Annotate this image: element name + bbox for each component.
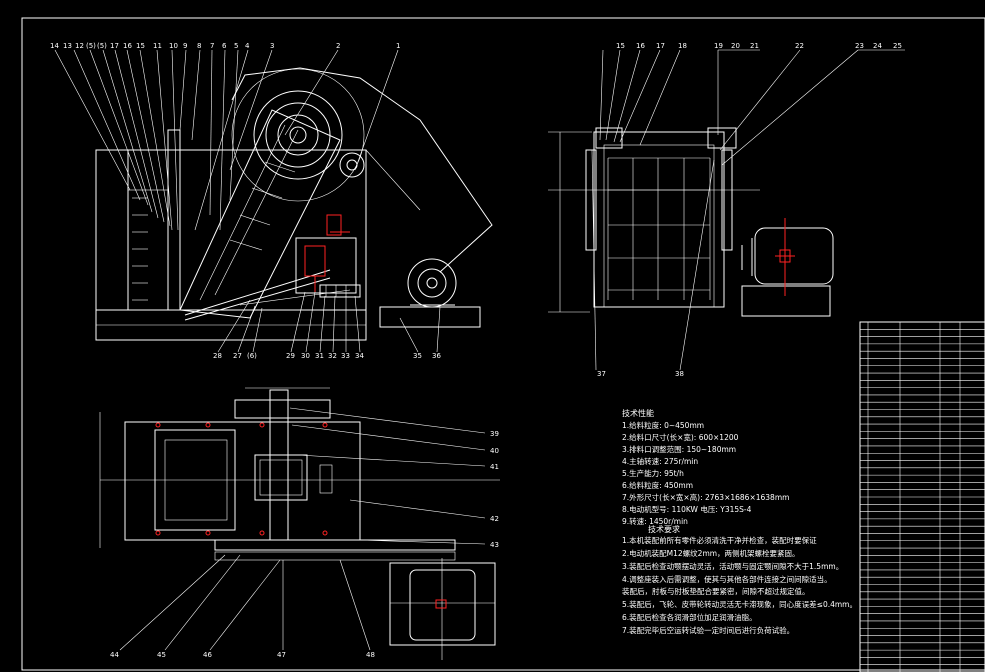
spec-line: 4.主轴转速: 275r/min — [622, 456, 698, 466]
callout: 13 — [63, 42, 72, 50]
callout: 15 — [616, 42, 625, 50]
side-callouts-top: 14 13 12 (5) (5) 17 16 15 11 10 9 8 7 6 … — [50, 42, 400, 50]
callout: 44 — [110, 651, 119, 659]
front-callouts-top: 15 16 17 18 19 20 21 22 23 24 25 — [616, 42, 902, 50]
callout: 35 — [413, 352, 422, 360]
callout: 41 — [490, 463, 499, 471]
req-line: 2.电动机装配M12螺纹2mm，两侧机架螺栓要紧固。 — [622, 548, 800, 558]
callout: 16 — [123, 42, 132, 50]
callout: 15 — [136, 42, 145, 50]
side-view: 14 13 12 (5) (5) 17 16 15 11 10 9 8 7 6 … — [50, 42, 493, 360]
req-line: 装配后，肘板与肘板垫配合要紧密，间隙不超过规定值。 — [622, 586, 810, 596]
callout: 16 — [636, 42, 645, 50]
callout: 24 — [873, 42, 882, 50]
spec-line: 1.给料粒度: 0~450mm — [622, 420, 704, 430]
callout: 12 — [75, 42, 84, 50]
spec-line: 8.电动机型号: 110KW 电压: Y315S-4 — [622, 504, 752, 514]
callout: 4 — [245, 42, 250, 50]
callout: 2 — [336, 42, 340, 50]
callout: 17 — [656, 42, 665, 50]
spec-line: 3.排料口调整范围: 150~180mm — [622, 444, 736, 454]
callout: 21 — [750, 42, 759, 50]
callout: 7 — [210, 42, 214, 50]
callout: 46 — [203, 651, 212, 659]
adjust-seat — [295, 214, 361, 298]
callout: 1 — [396, 42, 400, 50]
plan-bolt-markers — [155, 422, 328, 536]
callout: 38 — [675, 370, 684, 378]
front-leader-lines — [591, 49, 905, 371]
fixed-jaw-plate — [127, 189, 169, 311]
callout: 37 — [597, 370, 606, 378]
front-motor — [741, 218, 834, 317]
swing-jaw — [179, 109, 341, 319]
callout: 10 — [169, 42, 178, 50]
callout: 43 — [490, 541, 499, 549]
callout: (5) — [86, 42, 96, 50]
tech-specs: 技术性能 1.给料粒度: 0~450mm 2.给料口尺寸(长×宽): 600×1… — [622, 408, 789, 526]
callout: 3 — [270, 42, 274, 50]
callout: 18 — [678, 42, 687, 50]
req-line: 6.装配后检查各润滑部位加足润滑油脂。 — [622, 612, 757, 622]
callout: 31 — [315, 352, 324, 360]
callout: 48 — [366, 651, 375, 659]
callout: 36 — [432, 352, 441, 360]
side-motor — [379, 258, 481, 328]
side-callouts-bottom: 28 27 (6) 29 30 31 32 33 34 35 36 — [213, 352, 441, 360]
callout: 25 — [893, 42, 902, 50]
tech-requirements: 技术要求 1.本机装配前所有零件必须清洗干净并检查，装配时要保证 2.电动机装配… — [622, 524, 857, 635]
req-line: 7.装配完毕后空运转试验一定时间后进行负荷试验。 — [622, 625, 794, 635]
eccentric-shaft — [231, 68, 365, 202]
callout: (5) — [97, 42, 107, 50]
parts-list-table — [859, 321, 985, 672]
callout: 27 — [233, 352, 242, 360]
callout: 47 — [277, 651, 286, 659]
plan-callouts: 39 40 41 42 43 44 45 46 47 48 — [110, 430, 499, 659]
callout: 6 — [222, 42, 227, 50]
callout: 20 — [731, 42, 740, 50]
spec-line: 7.外形尺寸(长×宽×高): 2763×1686×1638mm — [622, 492, 789, 502]
drawing-border — [21, 17, 985, 671]
callout: 9 — [183, 42, 187, 50]
plan-motor — [389, 558, 496, 660]
req-line: 4.调整座装入后需调整，使其与其他各部件连接之间间隙适当。 — [622, 574, 832, 584]
front-callouts-bottom: 37 38 — [597, 370, 684, 378]
tech-req-title: 技术要求 — [648, 524, 680, 534]
callout: 28 — [213, 352, 222, 360]
callout: (6) — [247, 352, 257, 360]
spec-line: 2.给料口尺寸(长×宽): 600×1200 — [622, 432, 739, 442]
req-line: 1.本机装配前所有零件必须清洗干净并检查，装配时要保证 — [622, 535, 817, 545]
spec-line: 9.转速: 1450r/min — [622, 516, 688, 526]
callout: 39 — [490, 430, 499, 438]
callout: 23 — [855, 42, 864, 50]
callout: 17 — [110, 42, 119, 50]
callout: 29 — [286, 352, 295, 360]
req-line: 3.装配后检查动颚摆动灵活，活动颚与固定颚间隙不大于1.5mm。 — [622, 561, 843, 571]
req-line: 5.装配后，飞轮、皮带轮转动灵活无卡滞现象，同心度误差≤0.4mm。 — [622, 599, 857, 609]
callout: 33 — [341, 352, 350, 360]
plan-view: 39 40 41 42 43 44 45 46 47 48 — [99, 387, 500, 660]
plan-leader-lines — [119, 407, 486, 651]
callout: 32 — [328, 352, 337, 360]
callout: 11 — [153, 42, 162, 50]
front-view: 15 16 17 18 19 20 21 22 23 24 25 37 38 — [548, 42, 905, 378]
callout: 30 — [301, 352, 310, 360]
callout: 22 — [795, 42, 804, 50]
spec-line: 6.给料粒度: 450mm — [622, 480, 693, 490]
callout: 42 — [490, 515, 499, 523]
callout: 8 — [197, 42, 201, 50]
callout: 19 — [714, 42, 723, 50]
callout: 5 — [234, 42, 238, 50]
callout: 14 — [50, 42, 59, 50]
tech-specs-title: 技术性能 — [622, 408, 654, 418]
callout: 40 — [490, 447, 499, 455]
callout: 34 — [355, 352, 364, 360]
spec-line: 5.生产能力: 95t/h — [622, 468, 684, 478]
side-leader-lines — [54, 49, 441, 353]
callout: 45 — [157, 651, 166, 659]
